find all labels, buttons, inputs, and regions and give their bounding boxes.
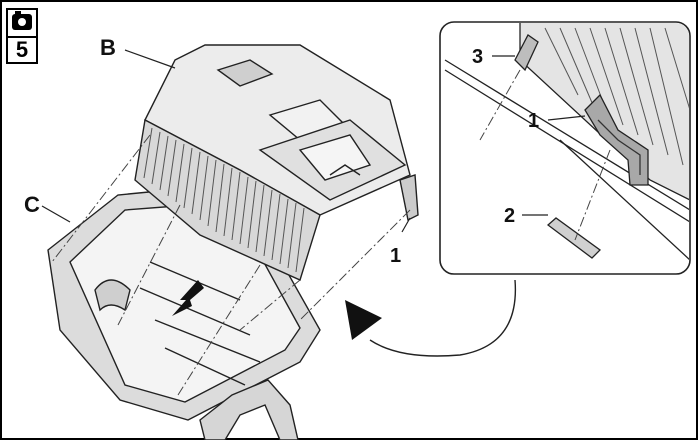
detail-inset: 3 1 2 [439,21,691,275]
inset-label-3: 3 [472,46,483,68]
alignment-lines [51,134,411,396]
label-bag: C [24,192,40,217]
label-hook: 1 [390,245,401,267]
view-pointer-icon [345,300,382,340]
inset-label-1: 1 [528,110,539,132]
figure-badge: 5 [6,8,38,64]
badge-divider [8,36,36,38]
insert-arrow [172,280,204,316]
bag-cover [134,44,419,281]
inset-connector [369,279,517,357]
camera-icon [12,11,32,30]
figure-number: 5 [15,37,29,62]
label-cover: B [100,35,116,60]
leader-lines [41,49,411,233]
inset-label-2: 2 [504,205,515,227]
